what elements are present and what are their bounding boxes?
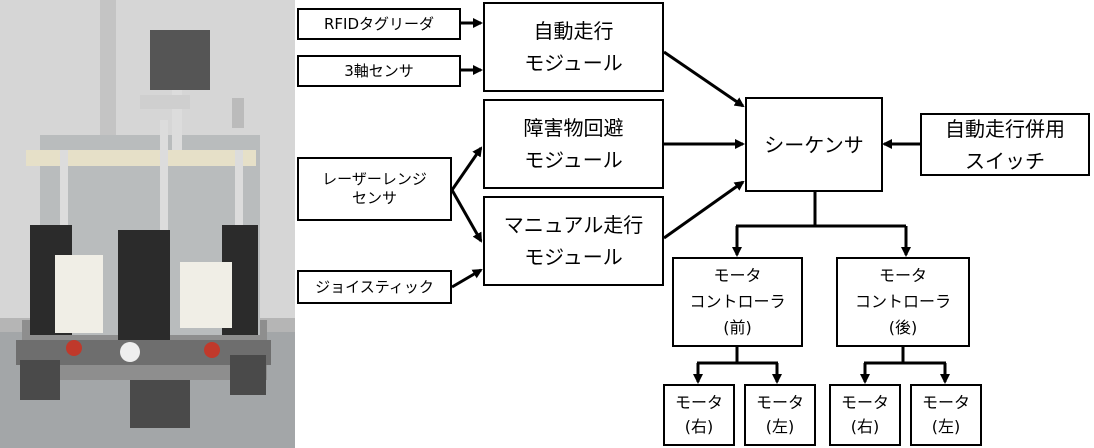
sequencer-box: シーケンサ: [745, 97, 883, 192]
arrow-laser-to-avoid: [450, 146, 483, 191]
three-axis-sensor-box: 3軸センサ: [297, 55, 461, 87]
rear-controller-branch-line: [864, 347, 946, 365]
front-left-motor-box: モータ (左): [744, 384, 816, 446]
front-motor-controller-box: モータ コントローラ (前): [672, 257, 803, 347]
rear-right-motor-box: モータ (右): [829, 384, 901, 446]
rear-motor-controller-box: モータ コントローラ (後): [836, 257, 970, 347]
arrow-manual-to-sequencer: [663, 180, 745, 240]
rear-left-motor-box: モータ (左): [910, 384, 982, 446]
front-right-motor-box: モータ (右): [663, 384, 735, 446]
robot-photo: [0, 0, 295, 448]
rfid-tag-reader-box: RFIDタグリーダ: [297, 8, 461, 40]
obstacle-avoidance-module-box: 障害物回避 モジュール: [483, 99, 664, 189]
manual-drive-module-box: マニュアル走行 モジュール: [483, 196, 664, 286]
front-controller-branch-line: [697, 347, 778, 365]
joystick-box: ジョイスティック: [297, 270, 452, 304]
arrow-joystick-to-manual: [451, 268, 483, 289]
laser-range-sensor-box: レーザーレンジ センサ: [297, 157, 452, 221]
auto-drive-module-box: 自動走行 モジュール: [483, 2, 664, 92]
sequencer-branch-line: [736, 192, 906, 228]
arrow-laser-to-manual: [450, 189, 483, 243]
arrow-auto-to-sequencer: [663, 50, 745, 108]
auto-drive-switch-box: 自動走行併用 スイッチ: [920, 113, 1090, 176]
